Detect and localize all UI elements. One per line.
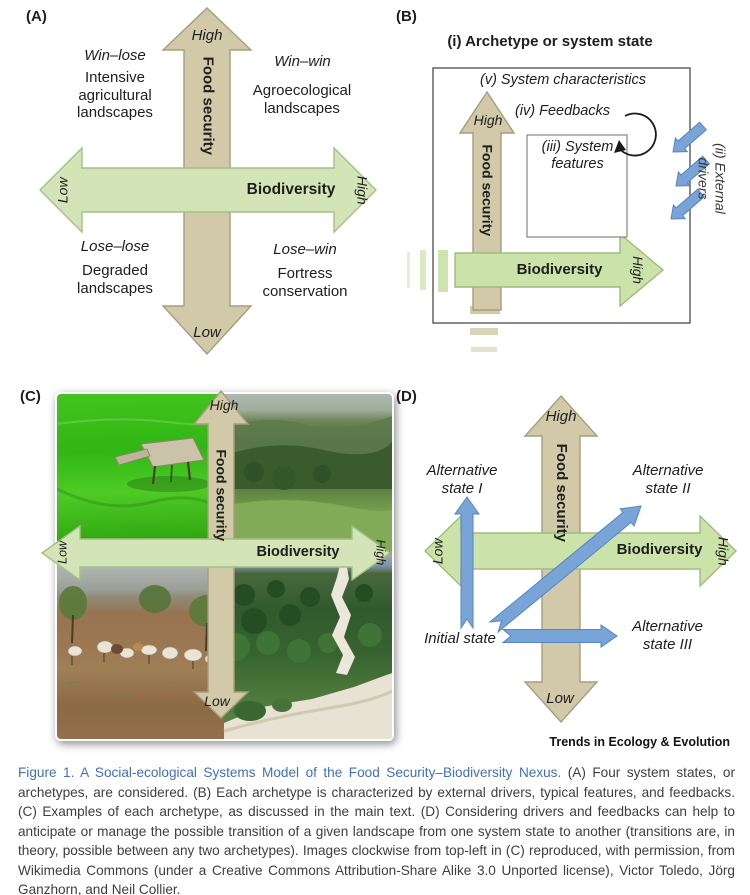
panel-b-high-horizontal: High — [629, 256, 645, 284]
panel-b-diagram — [407, 67, 711, 352]
alternative-state-2-label: Alternative state II — [632, 462, 704, 497]
panel-a-high-right: High — [354, 175, 371, 205]
quadrant-lose-lose-heading: Lose–lose — [80, 238, 150, 255]
landscape-photo-collage — [55, 392, 394, 741]
green-dash — [420, 250, 426, 290]
alternative-state-3-label: Alternative state III — [632, 618, 703, 653]
green-dash — [407, 252, 410, 288]
quadrant-win-lose-text: Intensive agricultural landscapes — [77, 69, 153, 122]
panel-c-biodiversity-label: Biodiversity — [256, 544, 340, 560]
panel-b-title: (i) Archetype or system state — [447, 33, 653, 50]
hut-roof-icon — [140, 437, 205, 468]
quadrant-lose-win-text: Fortress conservation — [262, 265, 348, 300]
panel-b-label: (B) — [396, 8, 417, 25]
panel-c-low-left: Low — [55, 540, 70, 564]
panel-d-label: (D) — [396, 388, 417, 405]
sand-dune-icon — [224, 673, 392, 739]
tan-dash — [471, 347, 497, 352]
panel-d-diagram — [423, 394, 738, 724]
panel-c-label: (C) — [20, 388, 41, 405]
figure-caption: Figure 1. A Social-ecological Systems Mo… — [18, 763, 735, 895]
transition-arrow-state3-icon — [501, 624, 618, 648]
tan-dash — [470, 328, 498, 335]
external-driver-arrow-icon — [670, 188, 706, 220]
transition-arrow-state1-icon — [454, 496, 480, 630]
panel-c-food-security-label: Food security — [213, 449, 230, 542]
panel-c-low-bottom: Low — [204, 693, 230, 709]
panel-d-high-right: High — [715, 536, 732, 566]
panel-d-food-security-label: Food security — [552, 443, 570, 543]
panel-b-biodiversity-label: Biodiversity — [516, 261, 603, 278]
quadrant-win-win-heading: Win–win — [274, 53, 331, 70]
hut-leanto-icon — [114, 448, 151, 466]
journal-name: Trends in Ecology & Evolution — [549, 735, 730, 749]
panel-a-low-bottom: Low — [193, 324, 221, 341]
feedback-loop-icon — [617, 112, 657, 157]
feedback-loop-arrowhead-icon — [614, 140, 626, 153]
quadrant-win-win-text: Agroecological landscapes — [252, 82, 352, 117]
panel-d-low-bottom: Low — [546, 690, 574, 707]
photo-degraded-land — [57, 555, 225, 739]
panel-c-high-top: High — [209, 397, 239, 413]
external-driver-arrow-icon — [675, 155, 711, 187]
alternative-state-1-label: Alternative state I — [426, 462, 498, 497]
biodiversity-axis-arrow — [454, 232, 665, 308]
external-driver-arrow-icon — [672, 121, 708, 153]
panel-a-biodiversity-label: Biodiversity — [246, 181, 336, 198]
panel-c-arrows — [40, 389, 392, 719]
system-characteristics-label: (v) System characteristics — [480, 72, 646, 88]
green-dash — [438, 250, 448, 292]
photo-forested-hills — [224, 394, 392, 555]
panel-a-diagram — [39, 7, 377, 356]
panel-a-low-left: Low — [54, 177, 71, 204]
quadrant-lose-lose-text: Degraded landscapes — [77, 262, 153, 297]
biodiversity-axis-arrow — [40, 524, 392, 582]
panel-d-biodiversity-label: Biodiversity — [616, 541, 703, 558]
biodiversity-axis-arrow — [39, 146, 377, 234]
quadrant-lose-win-heading: Lose–win — [273, 241, 337, 258]
external-drivers-label: (ii) External drivers — [696, 143, 729, 214]
panel-a-food-security-label: Food security — [199, 56, 217, 156]
photo-forest-river — [222, 555, 392, 739]
transition-arrow-state2-icon — [488, 505, 642, 634]
figure-caption-body: (A) Four system states, or archetypes, a… — [18, 765, 736, 895]
system-features-label: (iii) System features — [541, 139, 614, 173]
panel-d-high-top: High — [545, 408, 577, 425]
quadrant-win-lose-heading: Win–lose — [84, 47, 146, 64]
panel-b-high-vertical: High — [473, 112, 503, 128]
initial-state-label: Initial state — [424, 630, 496, 647]
panel-d-low-left: Low — [429, 538, 446, 565]
cattle-herd-icon — [67, 640, 220, 665]
system-features-box — [526, 134, 628, 238]
panel-b-food-security-label: Food security — [479, 144, 496, 237]
panel-a-label: (A) — [26, 8, 47, 25]
figure-caption-title: Figure 1. A Social-ecological Systems Mo… — [18, 765, 562, 780]
white-river-icon — [331, 561, 355, 675]
feedbacks-label: (iv) Feedbacks — [514, 103, 611, 119]
panel-a-high-top: High — [191, 27, 223, 44]
panel-c-high-right: High — [373, 539, 388, 566]
